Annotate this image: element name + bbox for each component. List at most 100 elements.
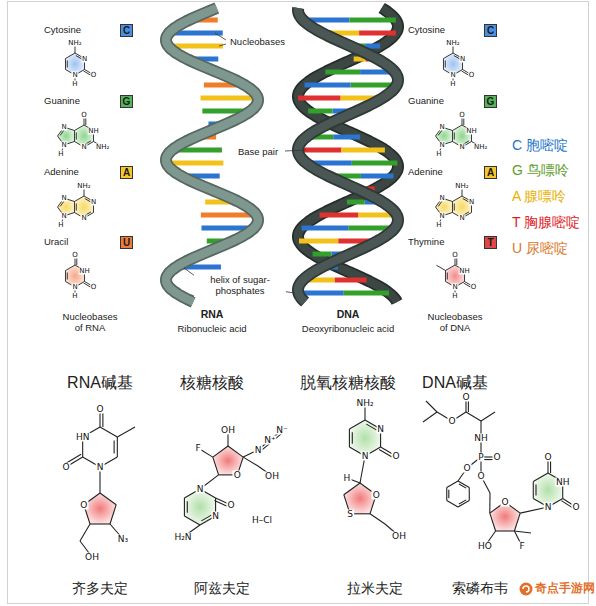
ring-fill — [84, 493, 116, 524]
callout-label: helix of sugar-phosphates — [194, 275, 286, 297]
bond-line — [454, 132, 455, 139]
atom-label: N — [96, 463, 105, 472]
bond-line — [452, 202, 453, 213]
bond-line — [110, 505, 116, 524]
nucleobase-bar — [313, 252, 332, 257]
bond-line — [447, 481, 458, 488]
bond-line — [459, 500, 466, 504]
molecule-structure — [423, 397, 576, 546]
bond-line — [65, 59, 66, 70]
bond-line — [349, 420, 365, 429]
bond-line — [423, 412, 437, 422]
badge-letter: G — [123, 97, 131, 107]
badge-letter: C — [487, 26, 494, 36]
nucleobase-bar — [325, 70, 360, 75]
helix-title: DNA — [337, 308, 360, 320]
atom-label: N — [376, 425, 385, 434]
bond-line — [74, 125, 84, 131]
bond-line — [80, 524, 90, 541]
atom-label: H — [57, 221, 64, 228]
badge-letter: G — [487, 97, 495, 107]
bond-line — [117, 427, 135, 437]
drug-name: 齐多夫定 — [72, 580, 128, 596]
atom-label: N⁻ — [275, 426, 288, 435]
atom-label: N₃ — [117, 535, 129, 544]
atom-label: N — [438, 124, 445, 131]
atom-label: N — [451, 284, 458, 291]
atom-label: H — [435, 150, 442, 157]
watermark-logo — [520, 583, 533, 596]
bond-line — [65, 265, 75, 271]
atom-label: F — [194, 444, 201, 453]
bond-line — [213, 446, 228, 457]
badge-letter: A — [487, 168, 494, 178]
bond-line — [90, 523, 110, 524]
base-name: Uracil — [44, 237, 68, 248]
bond-line — [448, 490, 449, 498]
atom-label: N — [60, 195, 67, 202]
atom-label: O — [451, 251, 459, 258]
base-name: Adenine — [408, 167, 443, 178]
bond-line — [443, 53, 453, 59]
atom-label: H₂N — [173, 533, 192, 542]
bond-line — [443, 59, 444, 70]
bond-line — [438, 130, 442, 136]
atom-label: O — [468, 71, 476, 78]
watermark: 奇点手游网 — [535, 582, 595, 596]
bond-line — [117, 437, 118, 457]
nucleobase-bar — [320, 213, 359, 218]
base-badge: T — [484, 236, 497, 249]
nucleobase-bar — [335, 278, 367, 283]
bond-line — [344, 483, 360, 495]
atom-label: H — [71, 293, 78, 300]
atom-label: N⁺ — [263, 436, 276, 445]
molecule-structure — [183, 430, 284, 537]
atom-label: OH — [84, 553, 100, 562]
badge-letter: A — [123, 168, 130, 178]
atom-label: H — [71, 81, 78, 88]
bond-line — [454, 203, 455, 210]
nucleobase-bar — [308, 109, 332, 114]
bond-line — [213, 457, 219, 475]
bond-line — [445, 265, 455, 271]
atom-label: N — [361, 452, 370, 461]
bond-line — [489, 493, 490, 513]
badge-letter: C — [123, 26, 130, 36]
nucleobase-bar — [349, 18, 395, 23]
atom-label: NH₂ — [95, 143, 110, 150]
bond-line — [366, 424, 376, 430]
atom-label: NH₂ — [355, 399, 374, 408]
atom-label: H — [435, 221, 442, 228]
nucleobase-bar — [333, 135, 360, 140]
atom-label: NH₂ — [76, 182, 91, 189]
bond-line — [481, 412, 495, 421]
frame — [8, 2, 589, 604]
atom-label: O — [71, 251, 79, 258]
nucleobase-bar — [201, 96, 258, 101]
atom-label: O — [543, 453, 552, 462]
watermark-logo — [523, 586, 529, 592]
bond-line — [228, 446, 243, 457]
atom-label: N — [60, 212, 67, 219]
dna-helix — [298, 8, 398, 302]
atom-label: N — [254, 446, 263, 455]
badge-letter: T — [487, 238, 493, 248]
row-caption: 核糖核酸 — [180, 374, 244, 392]
atom-label: N — [438, 212, 445, 219]
atom-label: O — [226, 501, 235, 510]
atom-label: O — [458, 111, 466, 118]
bond-line — [445, 271, 446, 282]
base-name: Cytosine — [408, 25, 445, 36]
atom-label: O — [95, 405, 104, 414]
dna-helix — [298, 8, 398, 302]
bond-line — [452, 196, 462, 202]
atom-label: NH₂ — [454, 182, 469, 189]
bond-line — [447, 501, 458, 508]
bond-line — [201, 515, 211, 521]
atom-label: O — [372, 490, 381, 499]
atom-label: NH — [465, 127, 478, 134]
molecule-illustrations — [58, 43, 576, 557]
atom-label: N — [80, 144, 87, 151]
